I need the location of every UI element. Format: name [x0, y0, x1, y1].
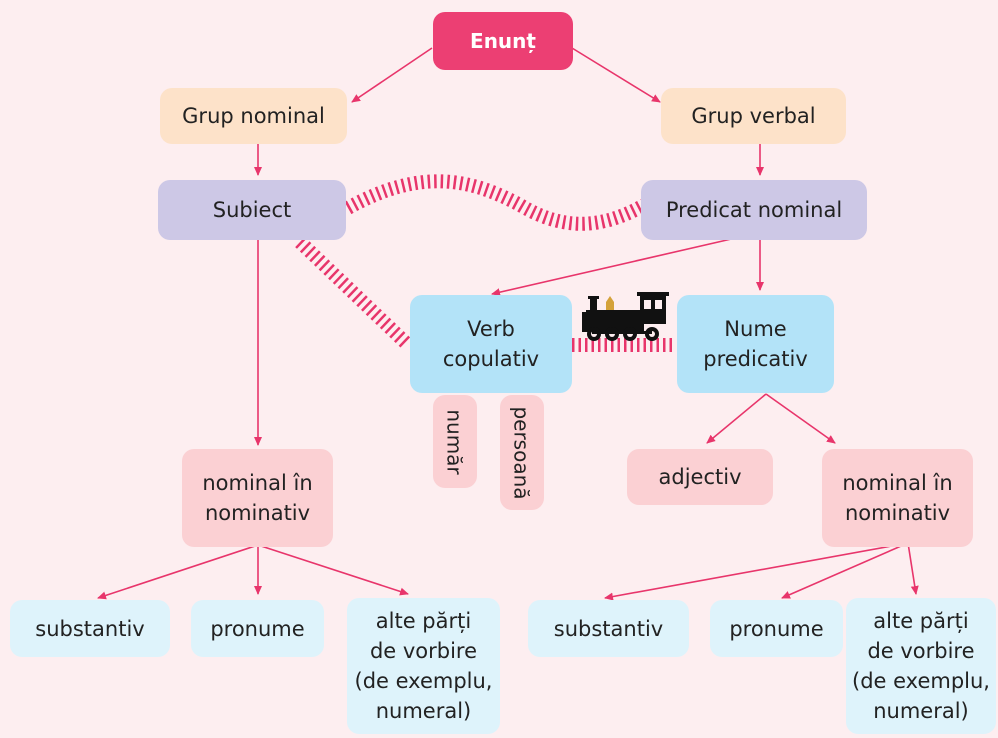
node-subiect: Subiect [158, 180, 346, 240]
arrow-pnom-pronume [781, 542, 909, 599]
node-nominal-nominativ-subject: nominal în nominativ [182, 449, 333, 547]
arrow-predicate-verb [491, 236, 741, 297]
node-pronume-subject: pronume [191, 600, 324, 657]
badge-numar-label: număr [443, 408, 467, 475]
badge-persoana-label: persoană [510, 405, 535, 500]
arrow-nom-alte [257, 544, 409, 596]
arrow-enunt-verbal [571, 47, 661, 103]
badge-persoana: persoană [500, 395, 544, 510]
node-nominal-nominativ-predicate: nominal în nominativ [822, 449, 973, 547]
arrow-pnom-alte [907, 542, 919, 595]
node-predicat-nominal: Predicat nominal [641, 180, 867, 240]
agreement-link-subject-predicate [344, 174, 652, 231]
node-alte-parti-subject: alte părți de vorbire (de exemplu, numer… [347, 598, 500, 734]
node-verb-copulativ: Verb copulativ [410, 295, 572, 393]
node-grup-verbal: Grup verbal [661, 88, 846, 144]
node-substantiv-subject: substantiv [10, 600, 170, 657]
node-enunt: Enunț [433, 12, 573, 70]
node-adjectiv: adjectiv [627, 449, 773, 505]
arrow-name-nominal [765, 393, 836, 444]
node-alte-parti-predicate: alte părți de vorbire (de exemplu, numer… [846, 598, 996, 734]
badge-numar: număr [433, 395, 477, 488]
arrow-pnom-substantiv [604, 542, 909, 601]
node-grup-nominal: Grup nominal [160, 88, 347, 144]
node-nume-predicativ: Nume predicativ [677, 295, 834, 393]
node-substantiv-predicate: substantiv [528, 600, 689, 657]
arrow-nom-substantiv [97, 544, 259, 600]
arrow-enunt-nominal [351, 47, 433, 103]
arrow-name-adjective [706, 393, 767, 444]
locomotive-icon [582, 292, 669, 341]
node-pronume-predicate: pronume [710, 600, 843, 657]
agreement-link-subject-verb [295, 236, 413, 351]
